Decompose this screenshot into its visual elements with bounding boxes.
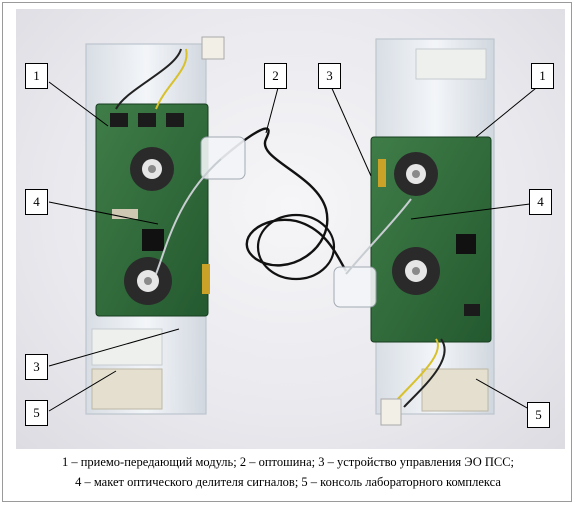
figure-frame: 1 2 3 1 4 4 3 5 5 1 – приемо-передающий … — [2, 2, 572, 502]
left-pcb-module — [95, 103, 210, 317]
figure-caption-line-2: 4 – макет оптического делителя сигналов;… — [75, 475, 501, 489]
callout-1-right-module: 1 — [531, 63, 554, 89]
optical-bus — [200, 127, 377, 308]
callout-2-optical-bus: 2 — [264, 63, 287, 89]
callout-5-console-right: 5 — [527, 402, 550, 428]
callout-3-control-device-bottom: 3 — [25, 354, 48, 380]
callout-3-control-device-top: 3 — [318, 63, 341, 89]
right-pcb-module — [370, 136, 492, 343]
leader-lines — [48, 81, 542, 414]
callout-4-splitter-right: 4 — [529, 189, 552, 215]
callout-5-console-left: 5 — [25, 400, 48, 426]
callout-1-left-module: 1 — [25, 63, 48, 89]
callout-4-splitter-left: 4 — [25, 189, 48, 215]
figure-caption-line-1: 1 – приемо-передающий модуль; 2 – оптоши… — [61, 455, 515, 469]
photo-lab-setup — [16, 9, 565, 449]
photo-illustration — [48, 36, 542, 426]
